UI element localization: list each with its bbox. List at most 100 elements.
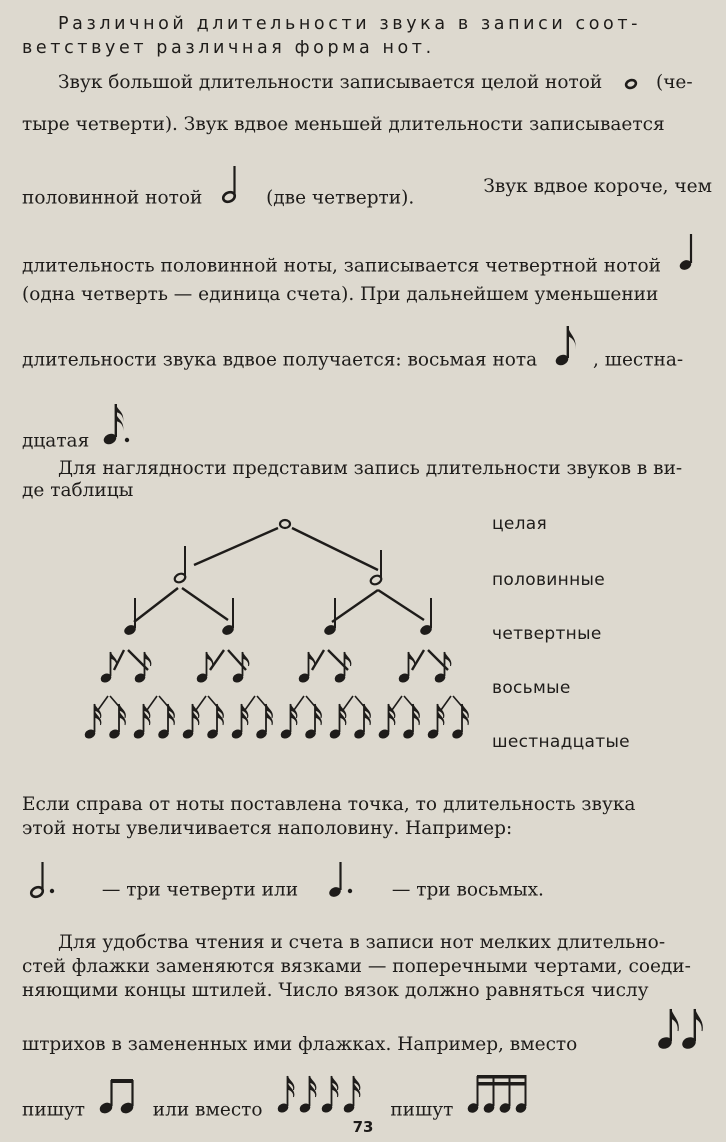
tree-eighth-note-2 [134, 651, 152, 683]
p1-text-7: дцатая [22, 430, 90, 452]
p2-line-2: де таблицы [22, 480, 712, 501]
tree-whole-note [278, 518, 292, 530]
label-sixteenth: шестнадцатые [492, 732, 630, 752]
quarter-note-icon [679, 232, 695, 277]
beamed-eighths-icon [99, 1076, 139, 1121]
tree-sixteenth-note-12 [354, 703, 371, 739]
tree-sixteenth-note-15 [427, 703, 445, 739]
tree-sixteenth-note-11 [329, 703, 347, 739]
label-eighth: восьмые [492, 678, 571, 698]
page-number: 73 [352, 1118, 374, 1136]
tree-quarter-note-3 [324, 598, 336, 635]
tree-half-note-2 [369, 550, 383, 586]
tree-eighth-note-8 [434, 651, 452, 683]
tree-sixteenth-note-1 [84, 703, 102, 739]
p4-line-4: штрихов в замененных ими флажках. Наприм… [22, 1008, 712, 1055]
p2-text-2: де таблицы [22, 480, 134, 501]
p3-text-1: Если справа от ноты поставлена точка, то… [22, 794, 636, 815]
half-note-icon [222, 164, 240, 209]
tree-sixteenth-note-10 [305, 703, 322, 739]
tree-sixteenth-note-7 [231, 703, 249, 739]
intro-paragraph-line-2: ветствует различная форма нот. [22, 36, 712, 60]
p2-line-1: Для наглядности представим запись длител… [58, 458, 712, 479]
tree-sixteenth-note-13 [378, 703, 396, 739]
p1-line-2: тыре четверти). Звук вдвое меньшей длите… [22, 114, 712, 135]
p3-example-text-2: — три восьмых. [391, 879, 544, 901]
sixteenth-note-4 [344, 1075, 361, 1113]
intro-line-1: Различной длительности звука в записи со… [58, 12, 712, 36]
p1-line-4: длительность половинной ноты, записывает… [22, 234, 712, 289]
sixteenth-note-1 [278, 1075, 295, 1113]
tree-eighth-note-4 [232, 651, 250, 683]
intro-paragraph: Различной длительности звука в записи со… [22, 12, 712, 36]
p4-text-5c: пишут [390, 1099, 454, 1121]
tree-sixteenth-branches [97, 695, 466, 711]
tree-sixteenth-note-14 [403, 703, 420, 739]
tree-branches [112, 526, 449, 671]
p4-text-2: стей флажки заменяются вязками — попереч… [22, 956, 691, 977]
tree-sixteenth-note-9 [280, 703, 298, 739]
p4-text-4: штрихов в замененных ими флажках. Наприм… [22, 1034, 578, 1055]
tree-sixteenth-note-5 [182, 703, 200, 739]
sixteenth-note-2 [300, 1075, 317, 1113]
tree-sixteenth-note-16 [452, 703, 469, 739]
p4-line-3: няющими концы штилей. Число вязок должно… [22, 980, 712, 1001]
tree-half-note-1 [173, 546, 187, 584]
tree-eighth-note-6 [334, 651, 352, 683]
sixteenth-note-3 [322, 1075, 339, 1113]
p3-text-2: этой ноты увеличивается наполовину. Напр… [22, 818, 513, 839]
p3-line-2: этой ноты увеличивается наполовину. Напр… [22, 818, 712, 839]
p1-text-2: тыре четверти). Звук вдвое меньшей длите… [22, 114, 665, 135]
p1-text-3c: Звук вдвое короче, чем [483, 176, 712, 197]
p4-text-1: Для удобства чтения и счета в записи нот… [58, 932, 666, 953]
label-quarter: четвертные [492, 624, 602, 644]
p3-line-1: Если справа от ноты поставлена точка, то… [22, 794, 712, 815]
tree-sixteenth-note-3 [133, 703, 151, 739]
p1-line-6: длительности звука вдвое получается: вос… [22, 326, 712, 385]
p1-text-1b: (че- [655, 72, 693, 93]
tree-sixteenth-note-2 [109, 703, 126, 739]
tree-eighth-note-5 [298, 651, 316, 683]
label-half: половинные [492, 570, 605, 590]
tree-notes [124, 518, 432, 635]
p4-text-3: няющими концы штилей. Число вязок должно… [22, 980, 649, 1001]
p4-line-2: стей флажки заменяются вязками — попереч… [22, 956, 712, 977]
p2-text-1: Для наглядности представим запись длител… [58, 458, 683, 479]
p1-text-4: длительность половинной ноты, записывает… [22, 255, 661, 277]
two-eighth-notes-icon [658, 1006, 708, 1057]
tree-eighth-note-1 [100, 651, 118, 683]
tree-sixteenth-note-6 [207, 703, 224, 739]
tree-quarter-note-4 [420, 598, 432, 635]
sixteenth-note-icon [103, 402, 131, 453]
tree-eighth-notes [100, 651, 452, 683]
p1-line-7: дцатая [22, 404, 712, 467]
tree-quarter-note-1 [124, 598, 136, 635]
whole-note-icon [624, 73, 638, 94]
p1-text-3a: половинной нотой [22, 187, 203, 209]
intro-text-2: ветствует различная форма нот. [22, 38, 435, 58]
intro-text-1: Различной длительности звука в записи со… [58, 14, 642, 34]
tree-eighth-note-7 [398, 651, 416, 683]
dotted-quarter-note-icon [328, 860, 354, 905]
p4-text-5b: или вместо [152, 1099, 263, 1121]
p1-line-1: Звук большой длительности записывается ц… [58, 72, 712, 94]
p4-line-5: пишут или вместо пишут [22, 1075, 712, 1135]
p3-example-text-1: — три четверти или [101, 879, 299, 901]
p1-text-1a: Звук большой длительности записывается ц… [58, 72, 603, 93]
p4-line-1: Для удобства чтения и счета в записи нот… [58, 932, 712, 953]
p1-line-5: (одна четверть — единица счета). При дал… [22, 284, 712, 305]
dotted-half-note-icon [29, 860, 56, 905]
tree-sixteenth-note-4 [158, 703, 175, 739]
p1-text-3b: (две четверти). [266, 187, 415, 209]
four-sixteenth-notes-icon [276, 1072, 372, 1121]
label-whole: целая [492, 514, 548, 534]
tree-eighth-note-3 [196, 651, 214, 683]
beamed-sixteenths-icon [467, 1072, 531, 1121]
p3-example-line: — три четверти или — три восьмых. [22, 862, 712, 913]
eighth-note-icon [555, 324, 579, 373]
tree-sixteenth-note-8 [256, 703, 273, 739]
p4-text-5a: пишут [22, 1099, 85, 1121]
p1-line-3: половинной нотой (две четверти). Звук вд… [22, 166, 712, 221]
tree-sixteenth-notes [84, 695, 469, 739]
